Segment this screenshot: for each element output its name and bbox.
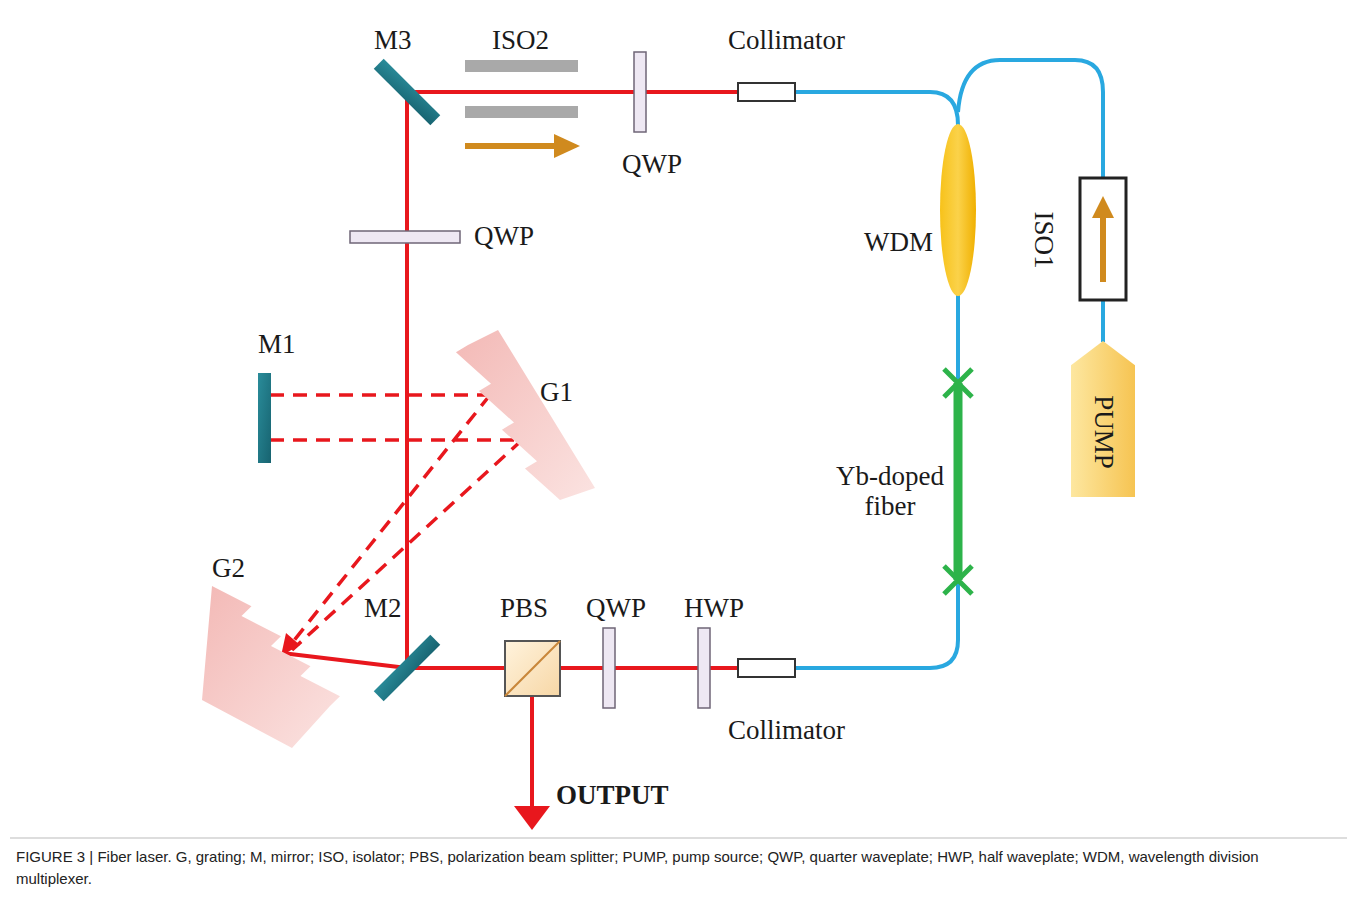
isolator-arrow [1100,215,1106,282]
component-label: G2 [212,554,245,584]
collimator [738,83,795,101]
dashed-beam [270,395,522,650]
grating [456,330,595,500]
component-label: G1 [540,378,573,408]
yb-doped-fiber [954,383,963,580]
component-label: HWP [684,594,744,624]
laser-beam [407,92,738,668]
fiber [795,92,958,125]
component-label: QWP [622,150,682,180]
output-beam [530,696,534,808]
beam-arrowhead [281,633,300,656]
fiber [1101,300,1105,342]
waveplate [350,231,460,243]
component-label: M3 [374,26,412,56]
pump-source: PUMP [1070,340,1136,498]
mirror [258,373,271,463]
component-label: Collimator [728,26,845,56]
component-label: WDM [864,228,933,258]
waveplate [603,628,615,708]
mirror [374,59,440,125]
component-label: M1 [258,330,296,360]
wdm-coupler [940,124,976,296]
fiber [795,580,958,668]
fiber [956,295,960,383]
isolator-bar [465,106,578,118]
collimator [738,659,795,677]
splice-mark [944,369,972,397]
component-label: ISO2 [492,26,549,56]
mirror [374,635,440,701]
splice-mark [944,566,972,594]
component-label: ISO1 [1028,211,1058,268]
component-label: QWP [586,594,646,624]
waveplate [634,52,646,132]
figure-caption: FIGURE 3 | Fiber laser. G, grating; M, m… [16,846,1336,890]
beam-splitter-cube [505,641,560,696]
grating [202,586,340,748]
waveplate [698,628,710,708]
pump-outline [1071,341,1135,497]
isolator-arrow [1092,196,1114,218]
component-label: M2 [364,594,402,624]
output-arrowhead [514,806,550,830]
laser-beam [407,90,738,94]
component-label: Yb-doped fiber [834,462,946,521]
component-label: PBS [500,594,548,624]
isolator-arrow [554,134,580,158]
caption-rule [10,838,1347,839]
isolator-body [1080,178,1126,300]
pump-label: PUMP [1088,395,1118,469]
output-label: OUTPUT [556,781,669,811]
isolator-bar [465,60,578,72]
component-label: QWP [474,222,534,252]
isolator-arrow [465,143,556,149]
fiber [958,60,1103,178]
component-label: Collimator [728,716,845,746]
beam-splitter-diagonal [505,641,560,696]
